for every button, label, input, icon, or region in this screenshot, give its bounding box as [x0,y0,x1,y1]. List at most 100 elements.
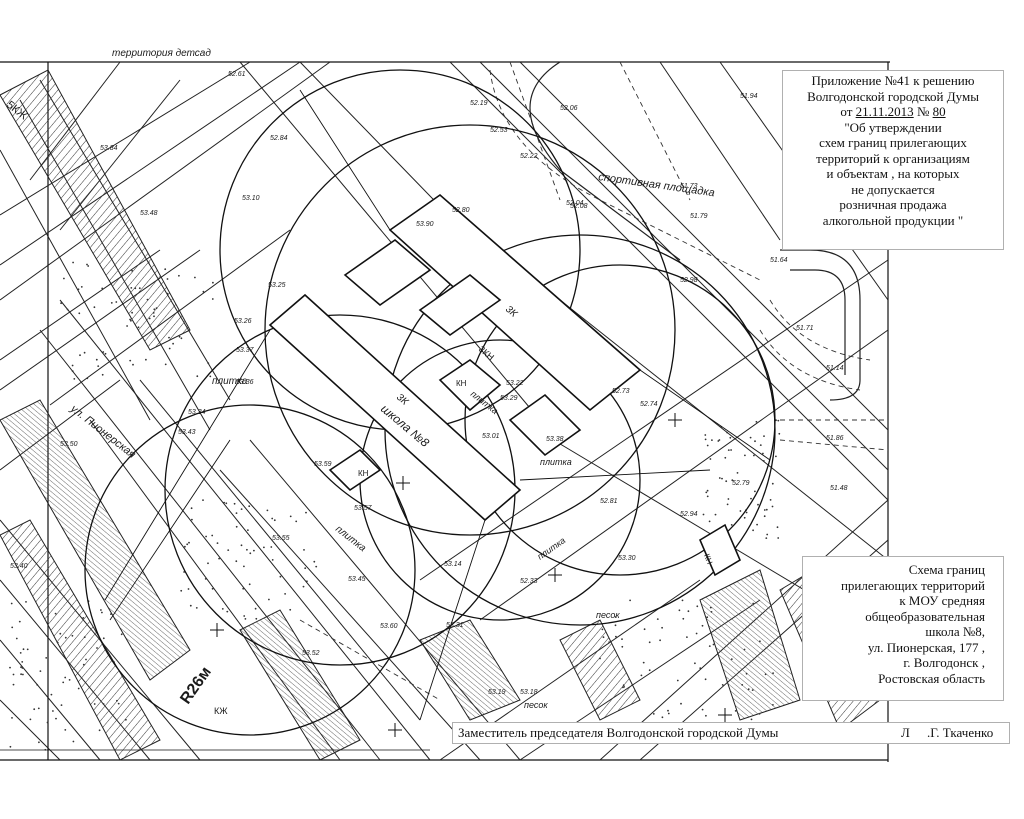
vegetation-dot [190,507,193,510]
vegetation-dot [77,288,80,291]
appendix-title-line: и объектам , на которых [826,166,960,181]
vegetation-dot [762,460,765,462]
vegetation-dot [72,261,74,264]
elevation-label: 51.94 [740,93,758,100]
vegetation-dot [714,513,717,516]
vegetation-dot [205,535,208,538]
vegetation-dot [749,436,752,439]
vegetation-dot [304,567,307,570]
elevation-label: 52.06 [560,105,578,112]
elevation-label: 51.79 [690,213,708,220]
vegetation-dot [235,525,238,528]
elevation-label: 52.04 [566,200,584,207]
vegetation-dot [195,607,198,609]
vegetation-dot [19,652,22,654]
vegetation-dot [211,587,214,590]
vegetation-dot [704,438,707,441]
signature-name: .Г. Ткаченко [927,725,994,740]
label-kn-1: КН [358,469,369,478]
vegetation-dot [12,673,15,676]
vegetation-dot [747,688,750,691]
vegetation-dot [130,319,132,322]
vegetation-dot [211,298,214,300]
vegetation-dot [243,565,245,568]
vegetation-dot [72,740,75,743]
elevation-label: 53.22 [506,380,524,387]
vegetation-dot [33,708,36,711]
elevation-label: 53.60 [380,623,398,630]
vegetation-dot [254,607,257,610]
schema-line: общеобразовательная [865,608,985,624]
vegetation-dot [705,491,708,494]
elevation-label: 52.80 [452,207,470,214]
vegetation-dot [104,352,107,355]
schema-line: прилегающих территорий [840,577,985,593]
signature-position: Заместитель председателя Волгодонской го… [458,725,779,740]
vegetation-dot [640,674,643,677]
vegetation-dot [615,635,617,638]
vegetation-dot [110,302,113,304]
vegetation-dot [303,549,305,551]
appendix-line1: Приложение №41 к решению [811,73,975,88]
vegetation-dot [196,375,199,378]
label-sports-ground: спортивная площадка [598,171,716,199]
vegetation-dot [271,517,274,520]
vegetation-dot [718,439,721,441]
vegetation-dot [721,477,723,480]
vegetation-dot [253,549,255,552]
vegetation-dot [178,274,180,277]
buffer-circles [84,69,776,736]
vegetation-dot [704,678,707,681]
vegetation-dot [248,583,251,586]
elevation-label: 53.18 [520,689,538,696]
vegetation-dot [226,610,229,613]
vegetation-dot [55,717,57,720]
vegetation-dot [98,729,101,732]
vegetation-dot [248,505,251,508]
vegetation-dot [758,712,761,715]
vegetation-dot [709,458,712,460]
vegetation-dot [22,673,24,676]
elevation-label: 53.25 [268,282,286,289]
sports-ground-outline [529,61,861,401]
vegetation-dot [775,455,777,458]
vegetation-dot [46,721,49,724]
label-kn-3: КН [702,553,714,566]
vegetation-dot [305,511,307,514]
vegetation-dot [218,557,221,560]
vegetation-dot [148,317,151,320]
vegetation-dot [102,637,105,640]
vegetation-dot [705,714,707,717]
vegetation-dot [180,337,183,340]
vegetation-dot [706,444,709,447]
label-tile-5: плитка [535,535,567,561]
vegetation-dot [129,318,132,321]
vegetation-dot [93,703,96,705]
vegetation-dot [289,608,292,611]
vegetation-dot [79,354,81,357]
vegetation-dot [765,508,768,511]
vegetation-dot [209,375,212,378]
vegetation-dot [759,640,761,643]
vegetation-dot [207,562,209,565]
vegetation-dot [709,606,712,609]
elevation-label: 53.52 [302,650,320,657]
elevation-label: 53.57 [354,505,373,512]
vegetation-dot [96,647,98,649]
label-street: ул. Пионерская [67,402,137,461]
vegetation-dot [724,456,727,459]
vegetation-dot [249,552,252,555]
vegetation-dot [681,599,684,602]
vegetation-dot [776,526,779,529]
vegetation-dot [116,699,118,702]
vegetation-dot [754,490,756,493]
vegetation-dot [721,684,724,686]
vegetation-dot [155,307,158,310]
appendix-date: 21.11.2013 [855,104,914,119]
vegetation-dot [80,286,83,288]
vegetation-dot [766,533,769,536]
vegetation-dot [45,657,48,659]
vegetation-dot [83,636,86,639]
appendix-date-line: от 21.11.2013 № 80 [840,104,946,119]
elevation-label: 53.84 [100,145,118,152]
